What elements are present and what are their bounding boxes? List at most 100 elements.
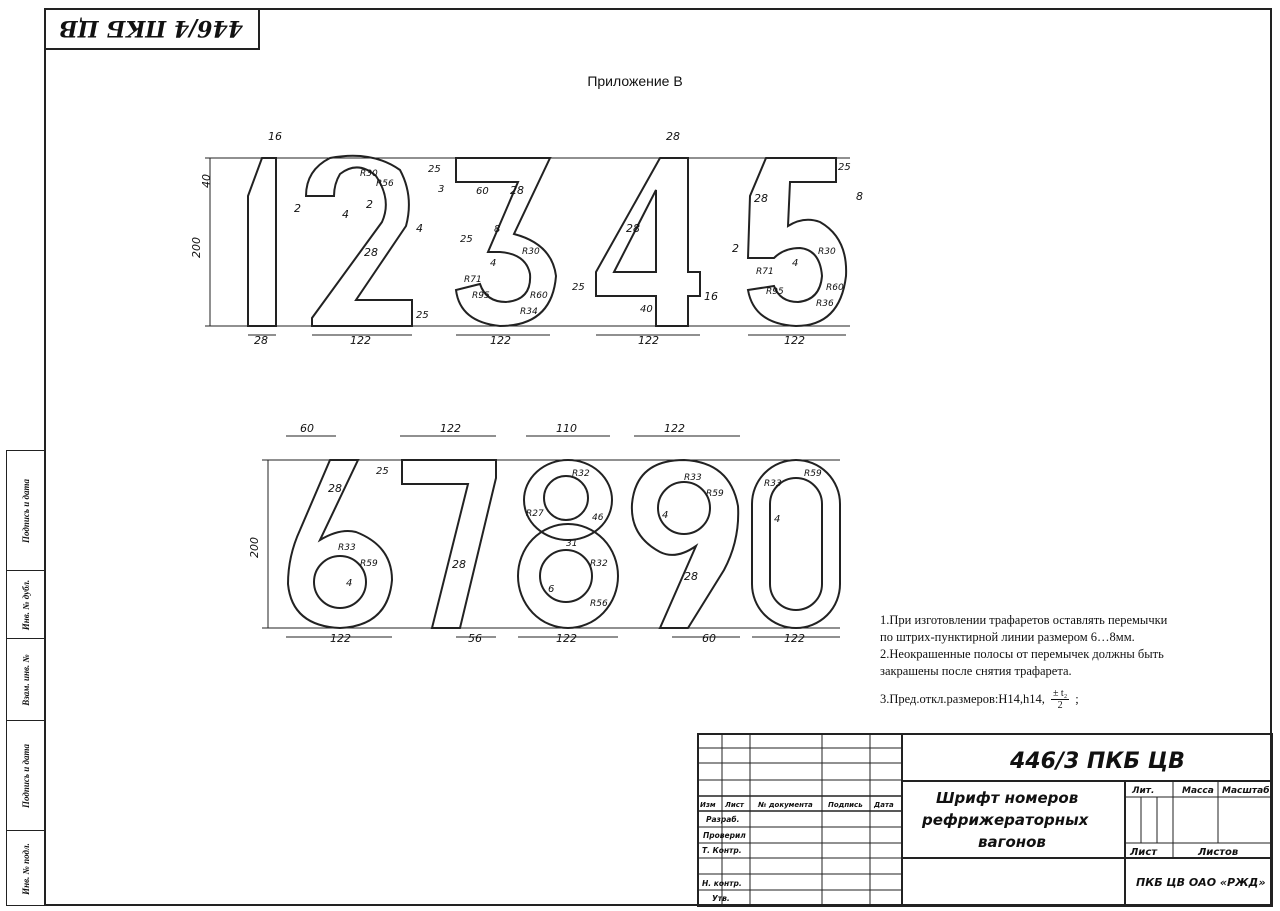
dim-3-3: 3 — [438, 184, 444, 195]
note-line-2: по штрих-пунктирной линии размером 6…8мм… — [880, 630, 1135, 644]
dim-8-31: 31 — [566, 539, 577, 549]
drawing-frame — [44, 8, 1272, 906]
label-lit: Лит. — [1131, 786, 1154, 796]
dim-6-r33: R33 — [338, 543, 356, 553]
dim-2-4: 4 — [416, 222, 423, 235]
dim-5-r95: R95 — [766, 287, 784, 297]
side-cell-1: Подпись и дата — [7, 451, 45, 571]
dim-2-r30: R30 — [360, 169, 378, 179]
dim-4-16: 16 — [704, 290, 718, 303]
note-line-4: закрашены после снятия трафарета. — [880, 664, 1072, 678]
tolerance-fraction: ± t₂ 2 — [1050, 688, 1070, 711]
dim-9-122: 122 — [664, 422, 685, 435]
dim-8-r27: R27 — [526, 509, 544, 519]
dim-8-r32b: R32 — [590, 559, 608, 569]
col-sign: Подпись — [828, 801, 863, 809]
dim-3-8: 8 — [494, 224, 500, 235]
dim-4-40: 40 — [640, 304, 653, 315]
row-tkontr: Т. Контр. — [702, 846, 742, 855]
tolerance-numerator: ± t₂ — [1050, 688, 1070, 700]
dim-2-25: 25 — [416, 310, 429, 321]
dim-0-4: 4 — [774, 514, 780, 525]
col-date: Дата — [873, 801, 894, 809]
dim-8-110: 110 — [556, 422, 577, 435]
note-line-5: 3.Пред.откл.размеров:H14,h14, — [880, 692, 1045, 706]
dim-2-122: 122 — [350, 334, 371, 347]
dim-4-122: 122 — [638, 334, 659, 347]
side-cell-2: Инв. № дубл. — [7, 571, 45, 639]
title-name-line3: вагонов — [978, 833, 1046, 851]
dim-9-28: 28 — [684, 570, 698, 583]
dim-8-6: 6 — [548, 584, 554, 595]
note-line-1: 1.При изготовлении трафаретов оставлять … — [880, 613, 1168, 627]
dim-4-28b: 28 — [626, 222, 640, 235]
dim-3-28: 28 — [510, 184, 524, 197]
dim-7-122: 122 — [440, 422, 461, 435]
title-name-line2: рефрижераторных — [921, 811, 1090, 829]
top-stamp: 446/4 ПКБ ЦВ — [44, 8, 260, 50]
dim-5-28: 28 — [754, 192, 768, 205]
row-proveril: Проверил — [703, 831, 746, 840]
dim-3-r71: R71 — [464, 275, 482, 285]
dim-5-r36: R36 — [816, 299, 834, 309]
dim-5-122: 122 — [784, 334, 805, 347]
dim-0-122: 122 — [784, 632, 805, 645]
dim-9-4: 4 — [662, 510, 668, 521]
dim-6-60: 60 — [300, 422, 314, 435]
note-line-3: 2.Неокрашенные полосы от перемычек должн… — [880, 647, 1164, 661]
dim-5-r71: R71 — [756, 267, 774, 277]
dim-3-r30: R30 — [522, 247, 540, 257]
dim-7-25: 25 — [376, 466, 389, 477]
dim-3-4: 4 — [490, 258, 496, 269]
dim-1-bottom: 28 — [254, 334, 268, 347]
dim-6-28: 28 — [328, 482, 342, 495]
col-list: Лист — [724, 801, 745, 809]
dim-4-28a: 28 — [666, 130, 680, 143]
dim-2-b: 4 — [342, 208, 349, 221]
dim-2-a: 2 — [294, 202, 301, 215]
appendix-title: Приложение В — [587, 73, 683, 89]
row-razrab: Разраб. — [706, 815, 739, 824]
org-name: ПКБ ЦВ ОАО «РЖД» — [1136, 876, 1266, 889]
dim-6-122: 122 — [330, 632, 351, 645]
note-semicolon: ; — [1075, 692, 1079, 706]
title-doc-code: 446/3 ПКБ ЦВ — [1009, 749, 1185, 774]
side-cell-3: Взам. инв. № — [7, 639, 45, 721]
col-doc: № документа — [757, 801, 813, 809]
dim-3-60: 60 — [476, 186, 489, 197]
row-nkontr: Н. контр. — [702, 879, 742, 888]
dim-5-25: 25 — [838, 162, 851, 173]
dim-5-4: 4 — [792, 258, 798, 269]
dim-8-r56: R56 — [590, 599, 608, 609]
dim-3-r60: R60 — [530, 291, 548, 301]
dim-7-28: 28 — [452, 558, 466, 571]
side-margin-strip: Подпись и дата Инв. № дубл. Взам. инв. №… — [6, 450, 45, 906]
dim-0-r59: R59 — [804, 469, 822, 479]
dim-9-60: 60 — [702, 632, 716, 645]
dim-8-122: 122 — [556, 632, 577, 645]
dim-6-4: 4 — [346, 578, 352, 589]
dim-5-r60: R60 — [826, 283, 844, 293]
dim-5-8: 8 — [856, 190, 863, 203]
side-cell-4: Подпись и дата — [7, 721, 45, 831]
tolerance-denominator: 2 — [1057, 700, 1063, 711]
dim-8-46: 46 — [592, 513, 604, 523]
dim-3-25: 25 — [428, 164, 441, 175]
label-masshtab: Масштаб — [1222, 785, 1270, 796]
dim-2-c: 2 — [366, 198, 373, 211]
label-massa: Масса — [1182, 786, 1214, 796]
dim-5-2: 2 — [732, 242, 739, 255]
dim-6-r59: R59 — [360, 559, 378, 569]
dim-3-25b: 25 — [460, 234, 473, 245]
notes-block: 1.При изготовлении трафаретов оставлять … — [880, 612, 1230, 711]
dim-3-r34: R34 — [520, 307, 538, 317]
col-izm: Изм — [700, 801, 716, 809]
dim-total-row2: 200 — [248, 537, 261, 558]
dim-0-r33: R33 — [764, 479, 782, 489]
label-list: Лист — [1129, 847, 1158, 858]
row-utv: Утв. — [712, 894, 730, 903]
dim-8-r32: R32 — [572, 469, 590, 479]
dim-3-r95: R95 — [472, 291, 490, 301]
dim-5-r30: R30 — [818, 247, 836, 257]
